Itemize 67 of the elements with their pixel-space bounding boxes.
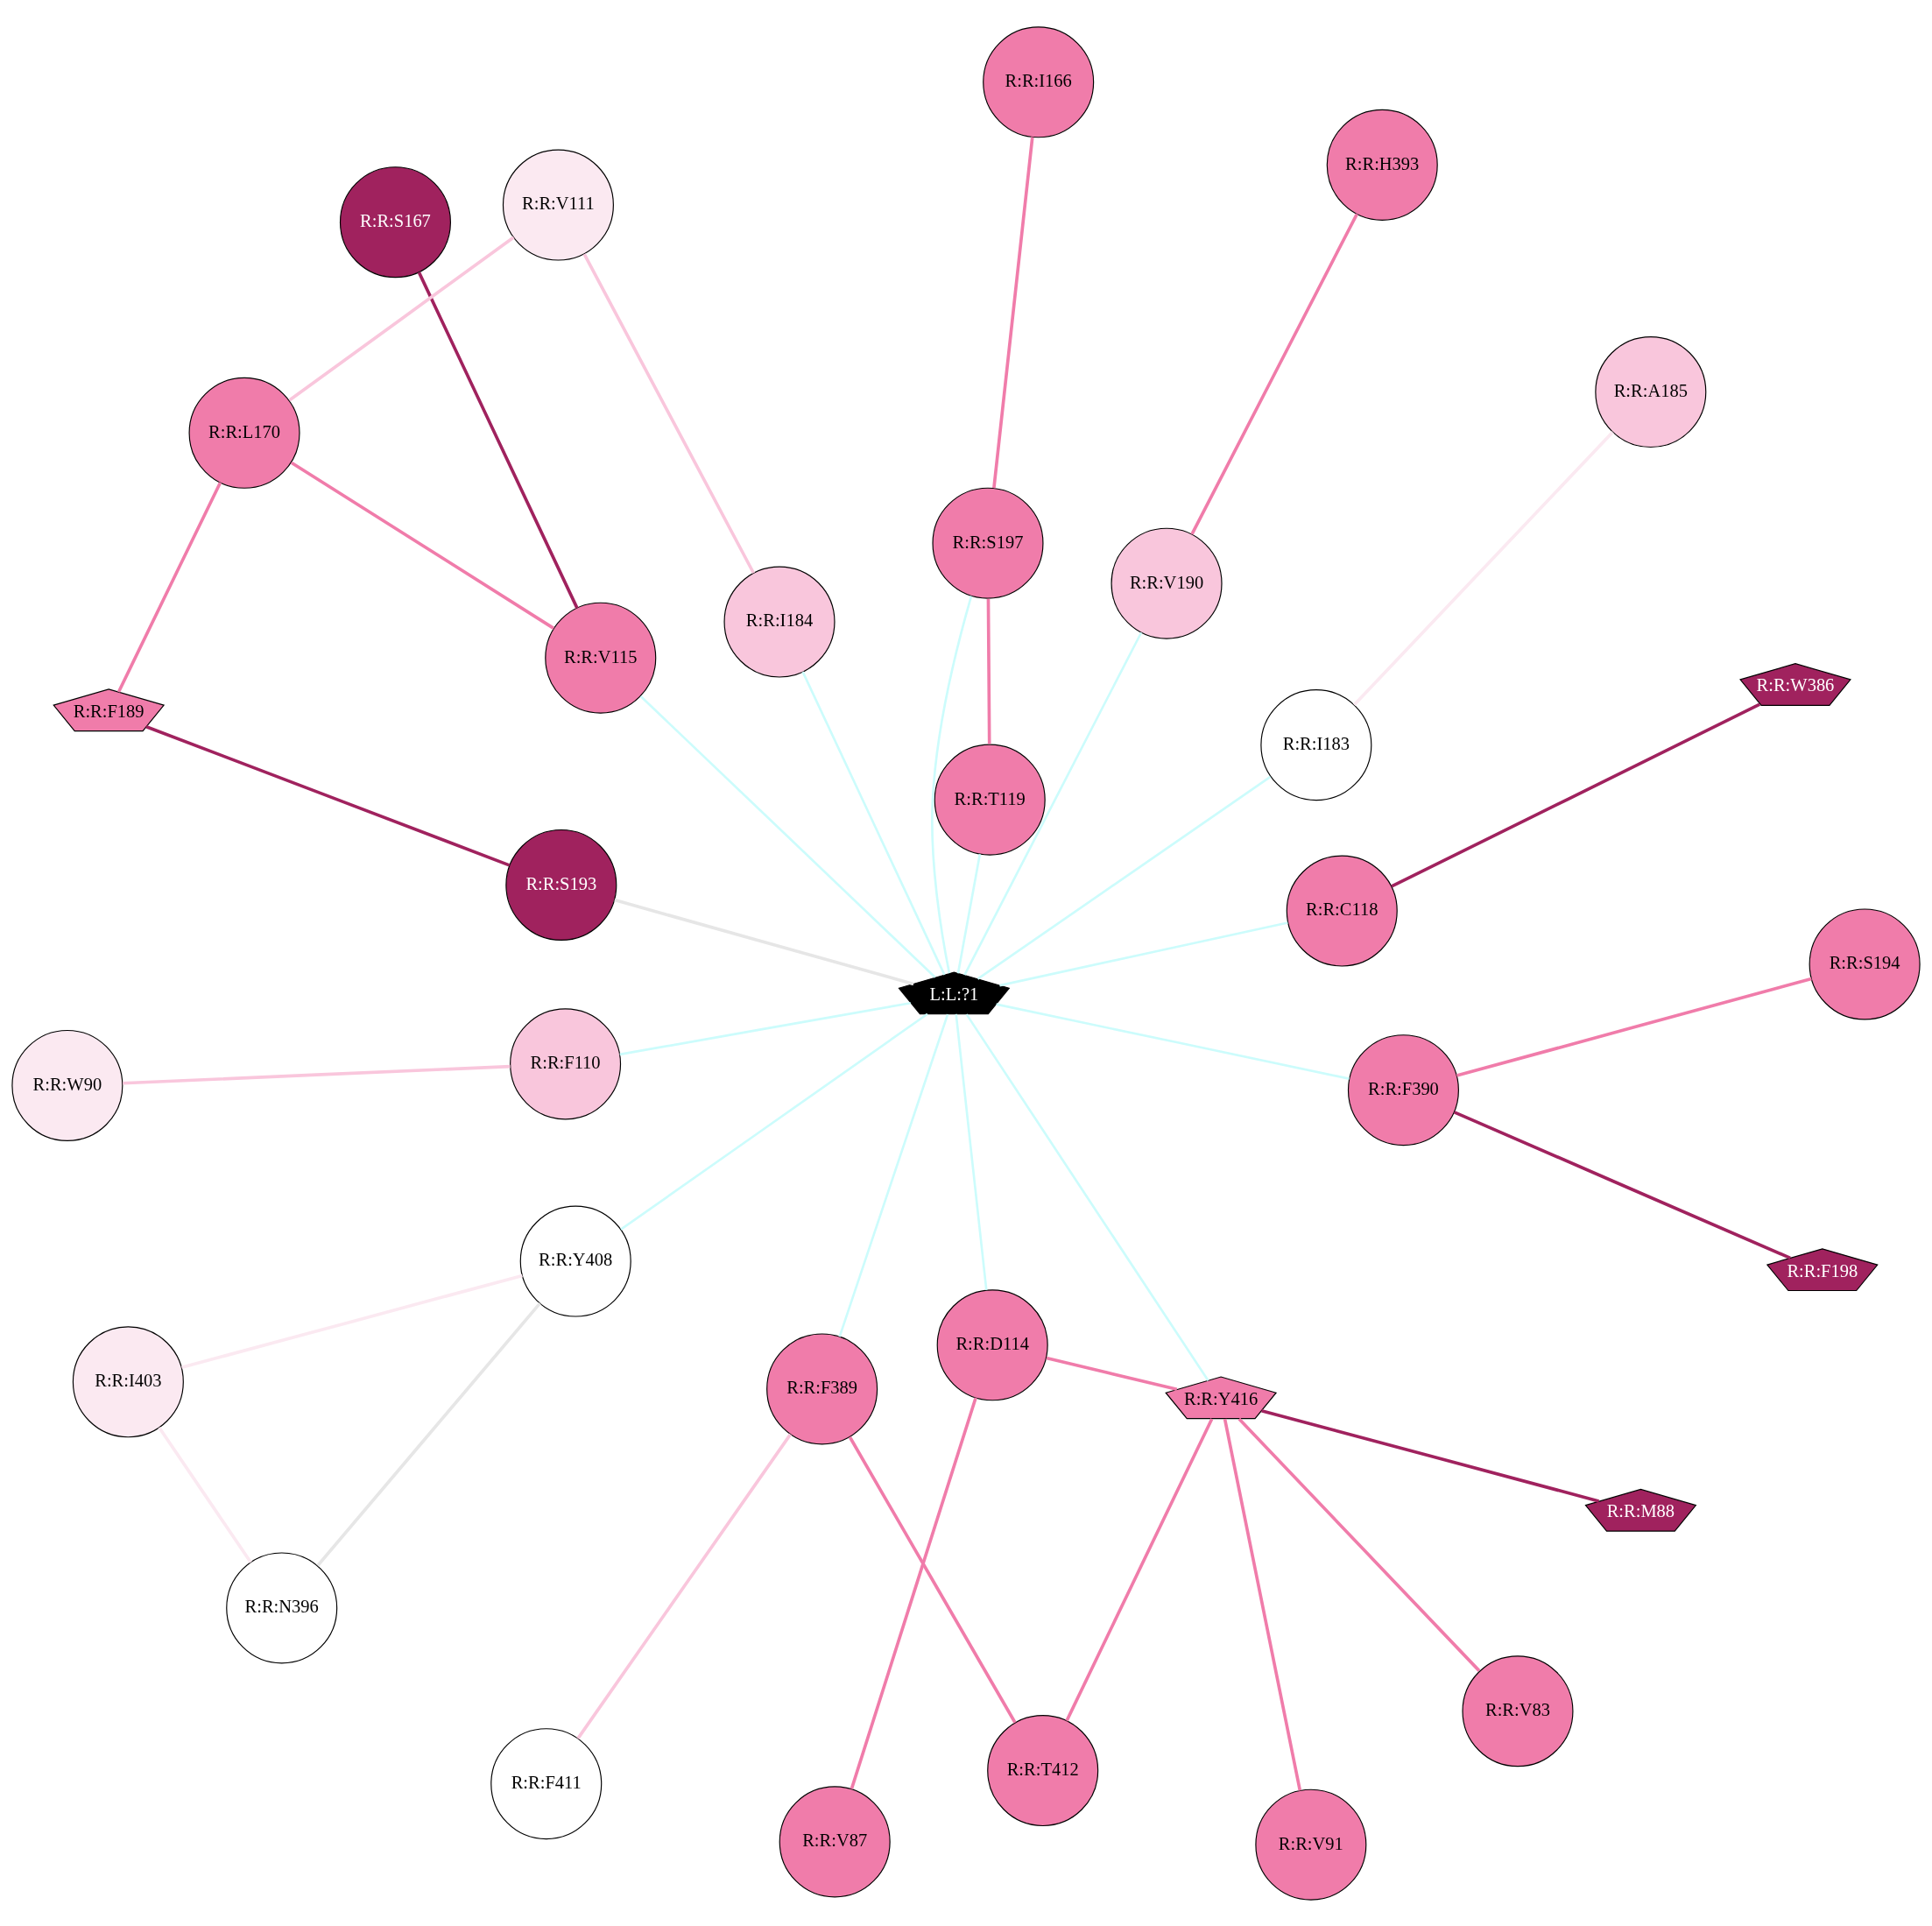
connector	[158, 1426, 252, 1563]
connector	[996, 1002, 1350, 1080]
node-circle: R:R:V87	[779, 1785, 891, 1897]
connector	[1352, 430, 1614, 706]
node-circle: R:R:I184	[723, 566, 836, 678]
node-circle: R:R:W90	[11, 1029, 123, 1141]
connector	[1065, 1417, 1214, 1721]
node-circle: R:R:I403	[72, 1325, 184, 1437]
node-circle: R:R:V83	[1462, 1654, 1574, 1767]
connector	[181, 1273, 523, 1369]
connector	[848, 1436, 1017, 1724]
connector	[288, 236, 515, 401]
node-circle: R:R:A185	[1595, 335, 1707, 448]
connector	[582, 252, 756, 574]
node-circle: R:R:F411	[490, 1727, 603, 1839]
node-circle: R:R:F389	[766, 1332, 878, 1444]
node-circle: R:R:H393	[1326, 109, 1438, 221]
connector	[1190, 213, 1358, 535]
connector	[1046, 1356, 1178, 1391]
connector	[576, 1433, 793, 1739]
node-circle: R:R:S167	[339, 166, 451, 278]
connector	[290, 461, 555, 630]
node-circle: R:R:V190	[1111, 527, 1223, 639]
connector	[1456, 977, 1812, 1077]
node-circle: R:R:D114	[936, 1288, 1048, 1400]
connector	[955, 1013, 988, 1290]
node-circle: R:R:N396	[226, 1551, 338, 1663]
connector	[931, 595, 973, 973]
node-circle: R:R:S193	[505, 829, 617, 941]
connector	[999, 921, 1288, 986]
connector	[417, 271, 579, 609]
connector	[620, 1012, 928, 1231]
connector	[1261, 1408, 1600, 1503]
connector	[801, 671, 946, 975]
node-circle: R:R:I183	[1260, 688, 1372, 801]
node-circle: R:R:S197	[932, 487, 1044, 599]
node-circle: R:R:F390	[1347, 1034, 1459, 1146]
connector	[986, 598, 991, 744]
connector	[850, 1396, 977, 1789]
node-circle: R:R:T412	[987, 1714, 1099, 1826]
connector	[123, 1064, 511, 1085]
node-circle: R:R:V91	[1255, 1788, 1367, 1901]
node-circle: R:R:I166	[983, 25, 1095, 138]
connector	[614, 898, 914, 985]
node-circle: R:R:V115	[545, 602, 657, 714]
node-circle: R:R:Y408	[519, 1205, 631, 1317]
connector	[992, 136, 1034, 488]
connector	[1391, 702, 1761, 888]
connector	[956, 853, 982, 973]
connector	[1453, 1110, 1791, 1259]
connector	[116, 481, 222, 693]
connector	[838, 1013, 949, 1337]
connector	[619, 1001, 911, 1055]
node-circle: R:R:L170	[188, 377, 300, 489]
connector	[1223, 1418, 1302, 1791]
node-circle: R:R:C118	[1286, 855, 1398, 967]
node-circle: R:R:F110	[510, 1007, 622, 1119]
connector	[145, 724, 511, 867]
node-circle: R:R:T119	[934, 744, 1046, 856]
connector	[963, 631, 1143, 976]
connector	[965, 1012, 1209, 1381]
connector	[316, 1302, 541, 1567]
node-circle: R:R:S194	[1809, 907, 1921, 1019]
connector	[1237, 1417, 1481, 1672]
connector	[639, 695, 936, 978]
connector	[977, 775, 1272, 980]
node-circle: R:R:V111	[502, 149, 614, 261]
